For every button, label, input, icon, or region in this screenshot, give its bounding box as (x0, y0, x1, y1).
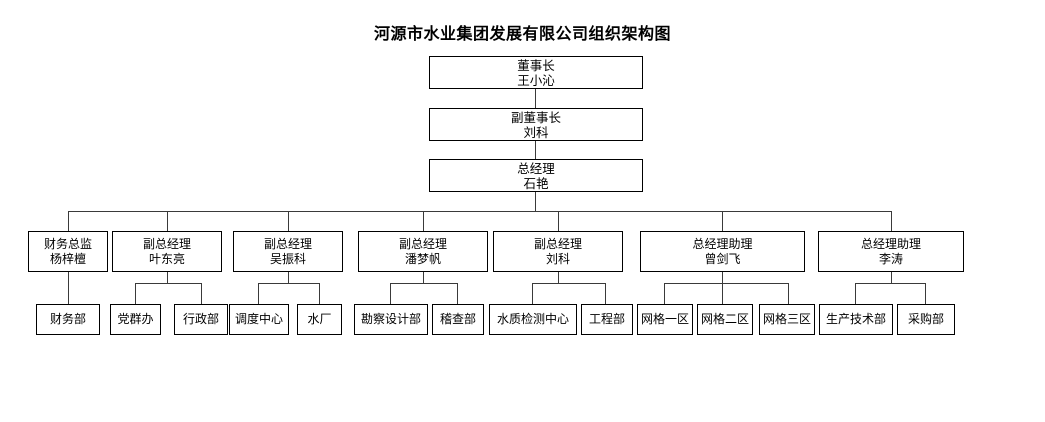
connector-group3-stem (288, 272, 289, 283)
node-manager-4-role: 副总经理 (398, 236, 447, 251)
node-manager-deputy-gm-1[interactable]: 副总经理 叶东亮 (112, 231, 222, 272)
node-manager-deputy-gm-4[interactable]: 副总经理 刘科 (493, 231, 623, 272)
node-manager-finance-director[interactable]: 财务总监 杨梓檀 (28, 231, 108, 272)
connector-group4-bar (390, 283, 458, 284)
node-department-3-label: 行政部 (182, 312, 219, 326)
page-title: 河源市水业集团发展有限公司组织架构图 (373, 24, 671, 43)
connector-group5-drop-1 (532, 283, 533, 304)
node-department-2-label: 党群办 (117, 312, 154, 326)
connector-bus-to-manager-1 (68, 211, 69, 231)
node-manager-7-person: 李涛 (878, 251, 903, 266)
node-chairman[interactable]: 董事长 王小沁 (429, 56, 643, 89)
node-general-manager[interactable]: 总经理 石艳 (429, 159, 643, 192)
node-department-inspection[interactable]: 稽查部 (432, 304, 484, 335)
node-department-11-label: 网格二区 (700, 312, 749, 326)
connector-group7-drop-2 (925, 283, 926, 304)
connector-group2-drop-1 (135, 283, 136, 304)
node-department-4-label: 调度中心 (234, 312, 283, 326)
node-manager-3-role: 副总经理 (263, 236, 312, 251)
connector-group2-drop-2 (201, 283, 202, 304)
node-manager-6-role: 总经理助理 (692, 236, 753, 251)
connector-bus-to-manager-7 (891, 211, 892, 231)
node-manager-deputy-gm-3[interactable]: 副总经理 潘梦帆 (358, 231, 488, 272)
node-department-party-affairs[interactable]: 党群办 (110, 304, 161, 335)
node-department-13-label: 生产技术部 (825, 312, 886, 326)
node-department-6-label: 勘察设计部 (360, 312, 421, 326)
node-vice-chairman-role: 副董事长 (510, 109, 561, 125)
node-department-water-plant[interactable]: 水厂 (297, 304, 342, 335)
connector-gm-to-bus (535, 192, 536, 211)
node-vice-chairman-person: 刘科 (523, 124, 549, 140)
node-department-14-label: 采购部 (907, 312, 944, 326)
node-department-grid-zone-1[interactable]: 网格一区 (637, 304, 693, 335)
connector-bus-to-manager-2 (167, 211, 168, 231)
node-manager-1-role: 财务总监 (43, 236, 92, 251)
node-manager-6-person: 曾剑飞 (704, 251, 741, 266)
node-general-manager-role: 总经理 (517, 160, 555, 176)
node-department-5-label: 水厂 (307, 312, 332, 326)
connector-group7-drop-1 (855, 283, 856, 304)
node-manager-4-person: 潘梦帆 (404, 251, 441, 266)
node-manager-5-role: 副总经理 (533, 236, 582, 251)
node-department-production-technology[interactable]: 生产技术部 (819, 304, 893, 335)
node-manager-1-person: 杨梓檀 (49, 251, 86, 266)
node-department-grid-zone-3[interactable]: 网格三区 (759, 304, 815, 335)
connector-group3-drop-1 (258, 283, 259, 304)
connector-vicechairman-to-gm (535, 141, 536, 159)
node-manager-7-role: 总经理助理 (860, 236, 921, 251)
connector-management-bus (68, 211, 892, 212)
node-vice-chairman[interactable]: 副董事长 刘科 (429, 108, 643, 141)
node-manager-deputy-gm-2[interactable]: 副总经理 吴振科 (233, 231, 343, 272)
connector-group5-drop-2 (605, 283, 606, 304)
node-department-7-label: 稽查部 (439, 312, 476, 326)
connector-group6-drop-2 (722, 283, 723, 304)
node-manager-gm-assistant-1[interactable]: 总经理助理 曾剑飞 (640, 231, 805, 272)
node-department-engineering[interactable]: 工程部 (581, 304, 633, 335)
connector-group3-bar (258, 283, 320, 284)
connector-group6-drop-3 (788, 283, 789, 304)
connector-bus-to-manager-5 (558, 211, 559, 231)
node-manager-2-person: 叶东亮 (148, 251, 185, 266)
connector-group5-stem (558, 272, 559, 283)
node-department-water-quality-testing[interactable]: 水质检测中心 (489, 304, 577, 335)
node-department-12-label: 网格三区 (762, 312, 811, 326)
connector-bus-to-manager-6 (722, 211, 723, 231)
connector-bus-to-manager-4 (423, 211, 424, 231)
node-department-1-label: 财务部 (49, 312, 86, 326)
node-department-procurement[interactable]: 采购部 (897, 304, 955, 335)
connector-chairman-to-vicechairman (535, 89, 536, 108)
node-manager-2-role: 副总经理 (142, 236, 191, 251)
node-chairman-person: 王小沁 (517, 72, 555, 88)
node-department-administration[interactable]: 行政部 (174, 304, 228, 335)
connector-group4-drop-2 (457, 283, 458, 304)
connector-group6-stem (722, 272, 723, 283)
node-manager-3-person: 吴振科 (269, 251, 306, 266)
node-department-8-label: 水质检测中心 (496, 312, 569, 326)
connector-group3-drop-2 (319, 283, 320, 304)
connector-group2-bar (135, 283, 202, 284)
node-manager-5-person: 刘科 (545, 251, 570, 266)
connector-group2-stem (167, 272, 168, 283)
connector-bus-to-manager-3 (288, 211, 289, 231)
connector-group4-drop-1 (390, 283, 391, 304)
node-manager-gm-assistant-2[interactable]: 总经理助理 李涛 (818, 231, 964, 272)
node-department-grid-zone-2[interactable]: 网格二区 (697, 304, 753, 335)
node-general-manager-person: 石艳 (523, 175, 549, 191)
connector-group1-drop (68, 272, 69, 304)
node-chairman-role: 董事长 (517, 57, 555, 73)
node-department-10-label: 网格一区 (640, 312, 689, 326)
connector-group7-stem (891, 272, 892, 283)
node-department-9-label: 工程部 (588, 312, 625, 326)
connector-group6-bar (664, 283, 789, 284)
connector-group5-bar (532, 283, 606, 284)
connector-group7-bar (855, 283, 926, 284)
connector-group4-stem (423, 272, 424, 283)
node-department-finance[interactable]: 财务部 (36, 304, 100, 335)
node-department-dispatch-center[interactable]: 调度中心 (229, 304, 289, 335)
node-department-survey-design[interactable]: 勘察设计部 (354, 304, 428, 335)
connector-group6-drop-1 (664, 283, 665, 304)
